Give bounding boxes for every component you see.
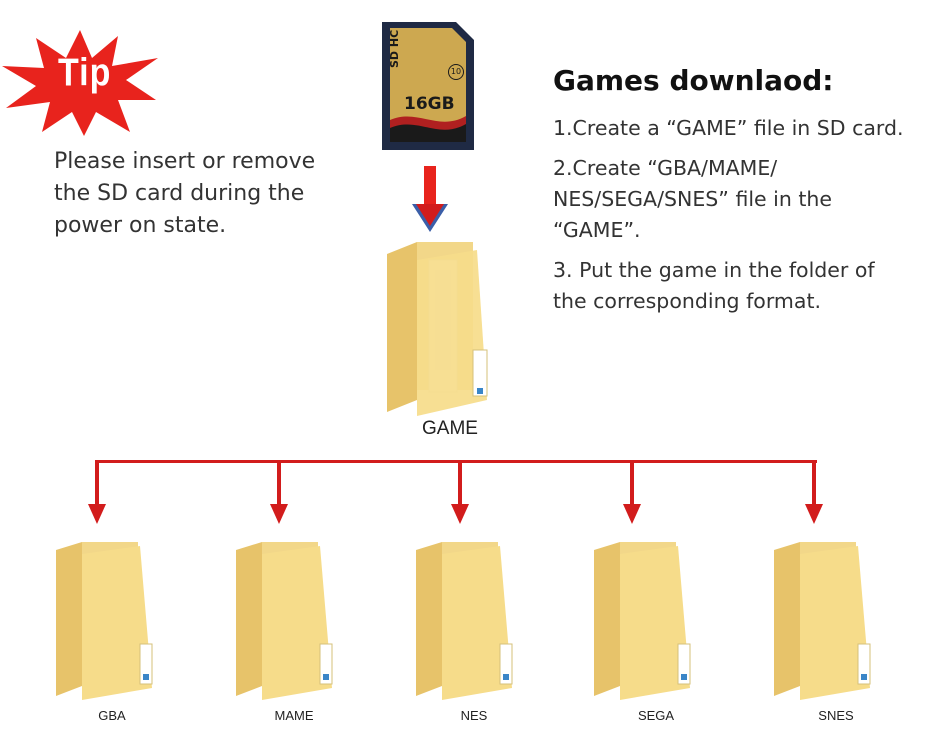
down-arrow-icon [805,460,823,524]
snes-folder-icon [766,540,876,702]
tip-note: Please insert or remove the SD card duri… [54,146,354,242]
sega-folder-label: SEGA [616,708,696,723]
down-arrow-icon [623,460,641,524]
nes-folder-icon [408,540,518,702]
mame-folder-icon [228,540,338,702]
guide-title: Games downlaod: [553,64,948,97]
sd-card-brand: SD HC [388,30,401,68]
gba-folder-label: GBA [72,708,152,723]
down-arrow-icon [412,166,448,232]
games-download-guide: Games downlaod: 1.Create a “GAME” file i… [553,64,948,326]
guide-step-2: 2.Create “GBA/MAME/ NES/SEGA/SNES” file … [553,153,863,246]
game-folder-icon [377,240,493,418]
sd-card-class: 10 [448,64,464,80]
mame-folder-label: MAME [254,708,334,723]
down-arrow-icon [88,460,106,524]
game-folder-label: GAME [395,418,505,440]
down-arrow-icon [270,460,288,524]
gba-folder-icon [48,540,158,702]
tip-badge-label: Tip [58,51,111,96]
snes-folder-label: SNES [796,708,876,723]
guide-step-3: 3. Put the game in the folder of the cor… [553,255,913,317]
down-arrow-icon [451,460,469,524]
guide-step-1: 1.Create a “GAME” file in SD card. [553,113,948,144]
nes-folder-label: NES [434,708,514,723]
sega-folder-icon [586,540,696,702]
sd-card-capacity: 16GB [404,94,455,114]
